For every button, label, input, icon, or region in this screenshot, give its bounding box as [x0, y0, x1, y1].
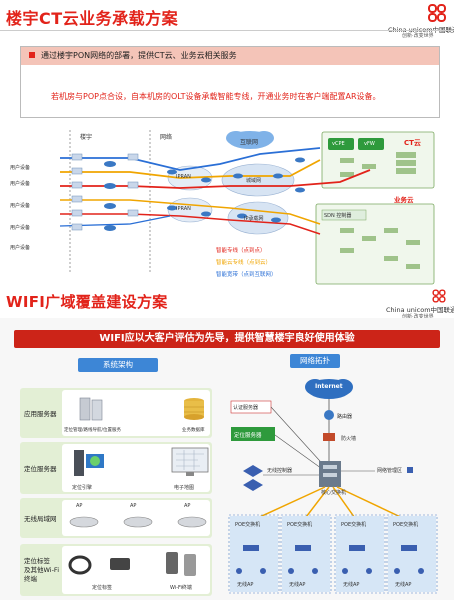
- firewall-label: 防火墙: [341, 436, 357, 442]
- user-device-label: 用户设备: [10, 165, 31, 171]
- row-body: 定位引擎 电子地图: [62, 444, 210, 492]
- ip-backbone-label: IP承载网: [244, 216, 264, 222]
- row-body: 定位管理/路线导航/位置服务 业务数据库: [62, 390, 210, 436]
- ct-cloud-diagram: 楼宇 网络 互联网 IPRAN IPRAN 城域网 IP承载网 vCPE vFW…: [10, 124, 444, 290]
- sdn-label: SDN 控制器: [324, 213, 352, 219]
- row-body: 定位标签 Wi-Fi终端: [62, 546, 210, 594]
- biz-cloud-label: 业务云: [394, 196, 414, 204]
- user-device-label: 用户设备: [10, 203, 31, 209]
- router-label: 路由器: [337, 414, 353, 420]
- row-wlan: 无线局域网 AP AP AP: [20, 498, 212, 538]
- ap-label: AP: [130, 503, 137, 509]
- row-head: 应用服务器: [24, 410, 57, 418]
- server-icon: [79, 397, 103, 421]
- item-label: 定位引擎: [72, 485, 93, 491]
- poe-switch-label: POE交换机: [341, 522, 367, 528]
- legend-item: 智能宽带（点到互联网）: [216, 272, 277, 278]
- row-tags-terminals: 定位标签 及其他Wi-Fi终端 定位标签 Wi-Fi终端: [20, 544, 212, 596]
- section1-title: 楼宇CT云业务承载方案: [6, 9, 179, 28]
- access-point-icons: [69, 516, 207, 528]
- network-topology: Internet 路由器 防火墙 认证服务器 定位服务器 无线控制器 核心交换机…: [225, 375, 447, 597]
- row-body: AP AP AP: [62, 500, 210, 536]
- legend-item: 智能专线（点到点）: [216, 248, 266, 254]
- logo-name: China unicom中国联通: [386, 306, 454, 314]
- system-architecture-tab: 系统架构: [78, 358, 158, 372]
- ipran-label: IPRAN: [176, 174, 191, 180]
- database-icon: [184, 398, 204, 420]
- user-device-label: 用户设备: [10, 245, 31, 251]
- ap-label: 无线AP: [343, 582, 360, 588]
- row-head: 定位标签 及其他Wi-Fi终端: [24, 556, 60, 583]
- mgmt-zone-label: 网络管理区: [377, 468, 403, 474]
- metro-label: 城域网: [246, 178, 262, 184]
- ap-label: 无线AP: [395, 582, 412, 588]
- ap-label: 无线AP: [237, 582, 254, 588]
- col-building-label: 楼宇: [80, 134, 93, 141]
- map-monitor-icon: [171, 447, 209, 476]
- row-head: 定位服务器: [24, 465, 57, 473]
- wifi-terminal-icon: [166, 552, 196, 576]
- wifi-banner: WIFI应以大客户评估为先导，提供智慧楼宇良好使用体验: [14, 330, 440, 348]
- ct-cloud-label: CT云: [404, 139, 421, 147]
- item-label: Wi-Fi终端: [170, 585, 192, 591]
- item-label: 电子地图: [174, 485, 195, 491]
- summary-band: 通过楼宇PON网络的部署，提供CT云、业务云相关服务: [21, 47, 439, 65]
- ct-cloud-network-svg: [59, 130, 435, 285]
- auth-server-label: 认证服务器: [233, 405, 259, 411]
- internet-label: 互联网: [240, 139, 259, 146]
- legend-item: 智能云专线（点到云）: [216, 260, 272, 266]
- section2-title: WIFI广域覆盖建设方案: [6, 293, 168, 311]
- summary-line1: 通过楼宇PON网络的部署，提供CT云、业务云相关服务: [41, 51, 237, 60]
- location-engine-icon: [74, 450, 104, 476]
- poe-switch-label: POE交换机: [287, 522, 313, 528]
- row-location-server: 定位服务器 定位引擎 电子地图: [20, 442, 212, 494]
- vfw-label: vFW: [364, 141, 375, 147]
- ipran2-label: IPRAN: [176, 206, 191, 212]
- tag-card-icon: [110, 558, 130, 570]
- bullet-icon: [29, 52, 35, 58]
- item-label: 定位标签: [92, 585, 113, 591]
- logo-slogan: 创新·改变世界: [402, 314, 434, 320]
- topology-svg: [228, 379, 438, 594]
- internet-label: Internet: [315, 383, 343, 390]
- unicom-knot-icon: [428, 4, 446, 22]
- logo-slogan: 创新·改变世界: [402, 33, 434, 39]
- vcpe-label: vCPE: [332, 141, 345, 147]
- banner-text: WIFI应以大客户评估为先导，提供智慧楼宇良好使用体验: [99, 333, 355, 344]
- ap-label: AP: [184, 503, 191, 509]
- core-switch-label: 核心交换机: [321, 490, 347, 496]
- poe-switch-label: POE交换机: [393, 522, 419, 528]
- ap-label: AP: [76, 503, 83, 509]
- col-network-label: 网络: [160, 134, 173, 141]
- network-topology-tab: 网络拓扑: [290, 354, 340, 368]
- unicom-logo: China unicom中国联通 创新·改变世界: [386, 288, 454, 322]
- tag-wristband-icon: [68, 555, 92, 575]
- header-divider: [0, 30, 454, 31]
- row-head: 无线局域网: [24, 515, 57, 523]
- poe-switch-label: POE交换机: [235, 522, 261, 528]
- summary-box: 通过楼宇PON网络的部署，提供CT云、业务云相关服务 若机房与POP点合设，自本…: [20, 46, 440, 118]
- summary-line2: 若机房与POP点合设，自本机房的OLT设备承载智能专线，开通业务时在客户端配置A…: [51, 92, 381, 101]
- row-app-server: 应用服务器 定位管理/路线导航/位置服务 业务数据库: [20, 388, 212, 438]
- wireless-controller-label: 无线控制器: [267, 468, 293, 474]
- unicom-logo: China unicom中国联通 创新·改变世界: [388, 2, 454, 39]
- user-device-label: 用户设备: [10, 181, 31, 187]
- item-label: 定位管理/路线导航/位置服务: [64, 428, 122, 433]
- unicom-knot-icon: [432, 289, 446, 303]
- user-device-label: 用户设备: [10, 225, 31, 231]
- ap-label: 无线AP: [289, 582, 306, 588]
- location-server-label: 定位服务器: [234, 433, 262, 439]
- item-label: 业务数据库: [182, 428, 205, 433]
